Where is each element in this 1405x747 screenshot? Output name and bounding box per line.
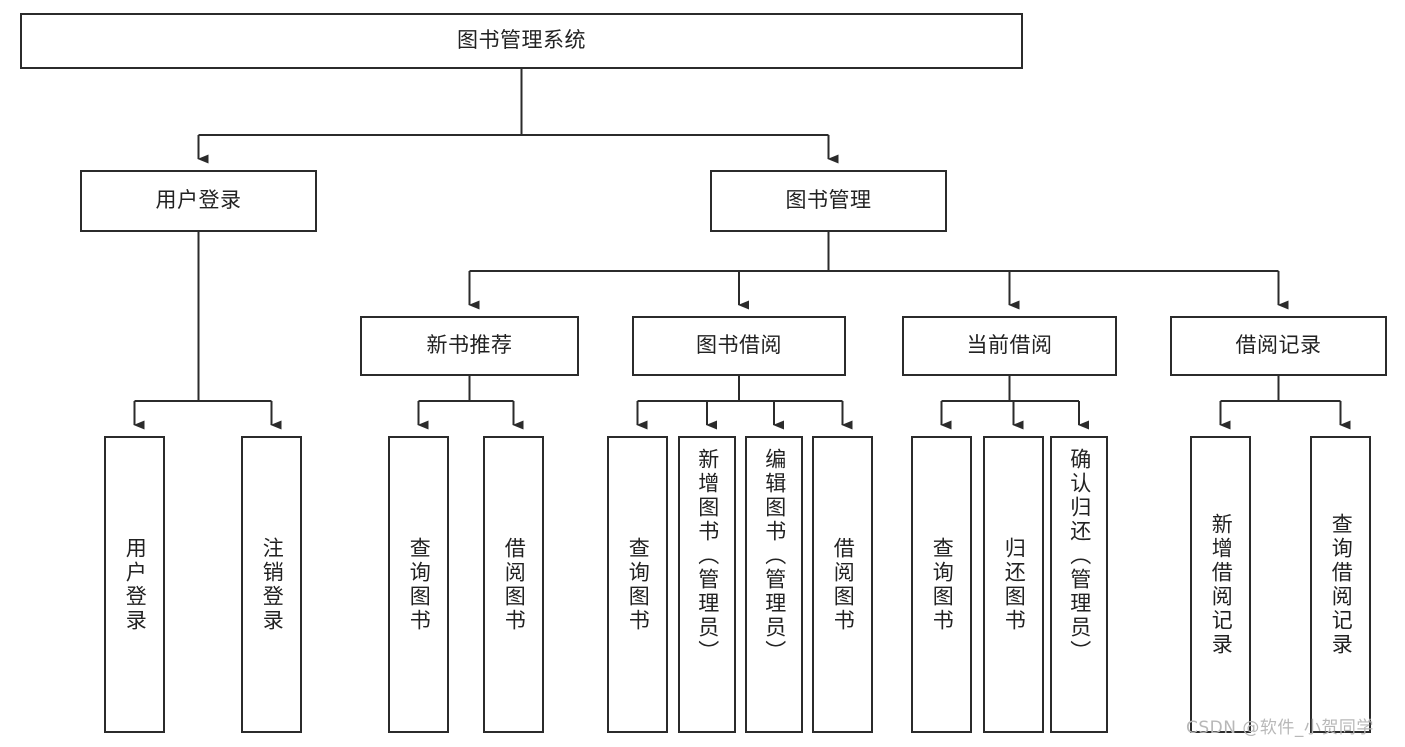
node-new-book-recommendation[interactable]: 新书推荐	[360, 316, 579, 376]
leaf-query-book-2-label: 查询图书	[626, 536, 651, 633]
node-user-login-label: 用户登录	[155, 188, 242, 213]
leaf-confirm-return-label: 确认归还（管理员）	[1067, 448, 1092, 664]
node-book-borrow-label: 图书借阅	[696, 333, 782, 358]
node-user-login[interactable]: 用户登录	[80, 170, 317, 232]
leaf-logout[interactable]: 注销登录	[241, 436, 302, 733]
watermark: CSDN @软件_小贺同学	[1186, 718, 1374, 738]
leaf-query-book-1-label: 查询图书	[407, 536, 432, 633]
leaf-user-login[interactable]: 用户登录	[104, 436, 165, 733]
leaf-query-book-3[interactable]: 查询图书	[911, 436, 972, 733]
leaf-borrow-book-1[interactable]: 借阅图书	[483, 436, 544, 733]
leaf-query-book-1[interactable]: 查询图书	[388, 436, 449, 733]
leaf-borrow-book-1-label: 借阅图书	[502, 536, 527, 633]
node-book-borrow[interactable]: 图书借阅	[632, 316, 846, 376]
node-root-label: 图书管理系统	[457, 28, 586, 53]
node-borrow-record-label: 借阅记录	[1235, 333, 1322, 358]
leaf-add-book-label: 新增图书（管理员）	[695, 448, 720, 664]
leaf-query-record-label: 查询借阅记录	[1329, 512, 1354, 657]
leaf-confirm-return[interactable]: 确认归还（管理员）	[1050, 436, 1108, 733]
leaf-return-book-label: 归还图书	[1002, 536, 1027, 633]
node-root[interactable]: 图书管理系统	[20, 13, 1023, 69]
leaf-add-record[interactable]: 新增借阅记录	[1190, 436, 1251, 733]
leaf-logout-label: 注销登录	[260, 536, 285, 633]
node-current-borrow-label: 当前借阅	[966, 333, 1053, 358]
leaf-add-record-label: 新增借阅记录	[1209, 512, 1234, 657]
node-book-manage-label: 图书管理	[785, 188, 872, 213]
leaf-return-book[interactable]: 归还图书	[983, 436, 1044, 733]
leaf-query-book-3-label: 查询图书	[930, 536, 955, 633]
node-book-manage[interactable]: 图书管理	[710, 170, 947, 232]
leaf-borrow-book-2[interactable]: 借阅图书	[812, 436, 873, 733]
leaf-user-login-label: 用户登录	[123, 536, 148, 633]
leaf-add-book[interactable]: 新增图书（管理员）	[678, 436, 736, 733]
leaf-query-book-2[interactable]: 查询图书	[607, 436, 668, 733]
leaf-edit-book[interactable]: 编辑图书（管理员）	[745, 436, 803, 733]
node-new-book-recommendation-label: 新书推荐	[426, 333, 513, 358]
node-current-borrow[interactable]: 当前借阅	[902, 316, 1117, 376]
leaf-borrow-book-2-label: 借阅图书	[831, 536, 856, 633]
leaf-edit-book-label: 编辑图书（管理员）	[762, 448, 787, 664]
leaf-query-record[interactable]: 查询借阅记录	[1310, 436, 1371, 733]
node-borrow-record[interactable]: 借阅记录	[1170, 316, 1387, 376]
